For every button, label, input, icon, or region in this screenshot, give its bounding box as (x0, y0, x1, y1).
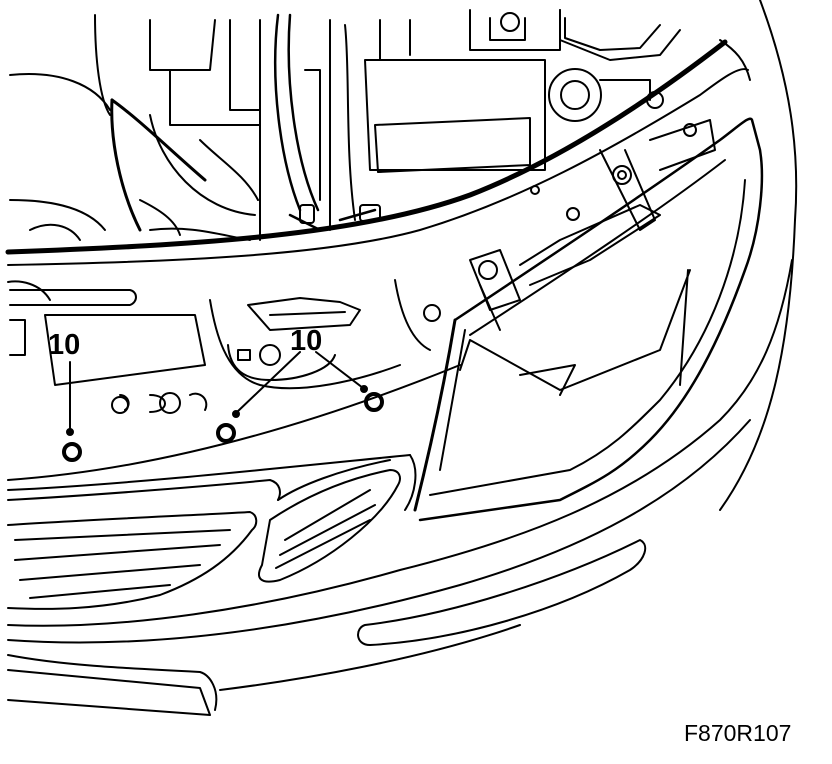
bumper-top (7, 68, 749, 481)
figure-code: F870R107 (684, 720, 791, 746)
fastener-left (62, 442, 82, 462)
fastener-middle (216, 423, 236, 443)
callout-label-left: 10 (48, 329, 80, 361)
bumper-face (7, 259, 793, 716)
fastener-right (364, 392, 384, 412)
engine-bay (9, 9, 681, 241)
callout-label-center: 10 (290, 325, 322, 357)
fender-outline (719, 0, 798, 511)
hood-seal-line (5, 39, 728, 255)
headlamp (413, 117, 764, 522)
fasteners (62, 392, 384, 462)
leader-lines (66, 351, 368, 436)
